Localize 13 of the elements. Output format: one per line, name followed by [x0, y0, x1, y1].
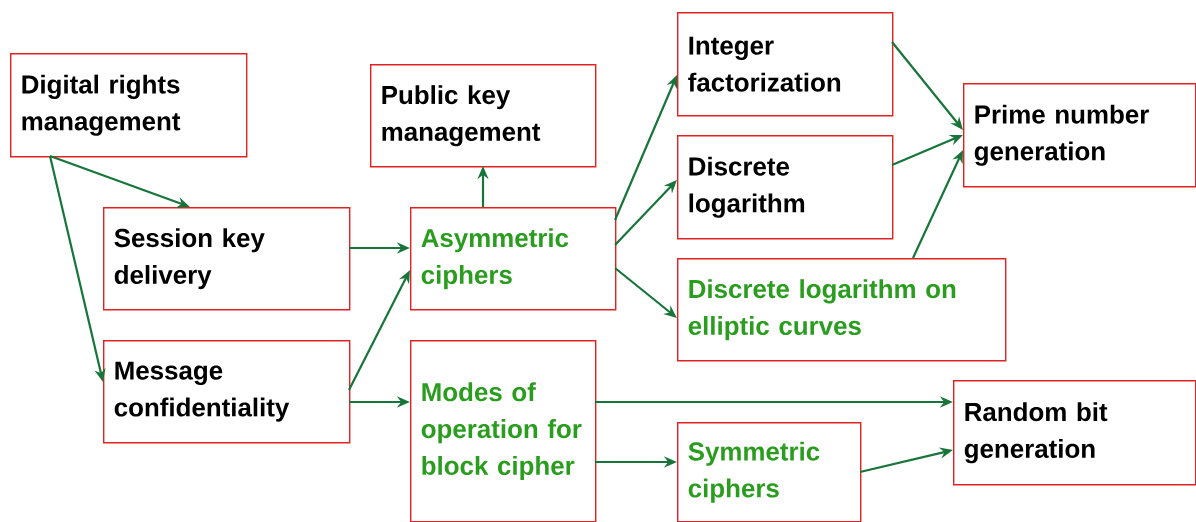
process-box: Random bit generation [953, 380, 1196, 486]
process-box: Prime number generation [963, 83, 1196, 188]
arrow [614, 180, 677, 246]
process-box: Modes of operation for block cipher [410, 340, 597, 522]
process-box: Integer factorization [677, 12, 894, 117]
process-box: Message confidentiality [103, 340, 351, 444]
process-box: Asymmetric ciphers [410, 207, 617, 311]
process-box: Session key delivery [103, 207, 351, 311]
process-box: Digital rights management [10, 53, 248, 158]
process-box: Public key management [370, 64, 597, 168]
process-box: Symmetric ciphers [677, 422, 862, 522]
process-box: Discrete logarithm [677, 135, 894, 240]
process-box: Discrete logarithm on elliptic curves [677, 258, 1007, 362]
